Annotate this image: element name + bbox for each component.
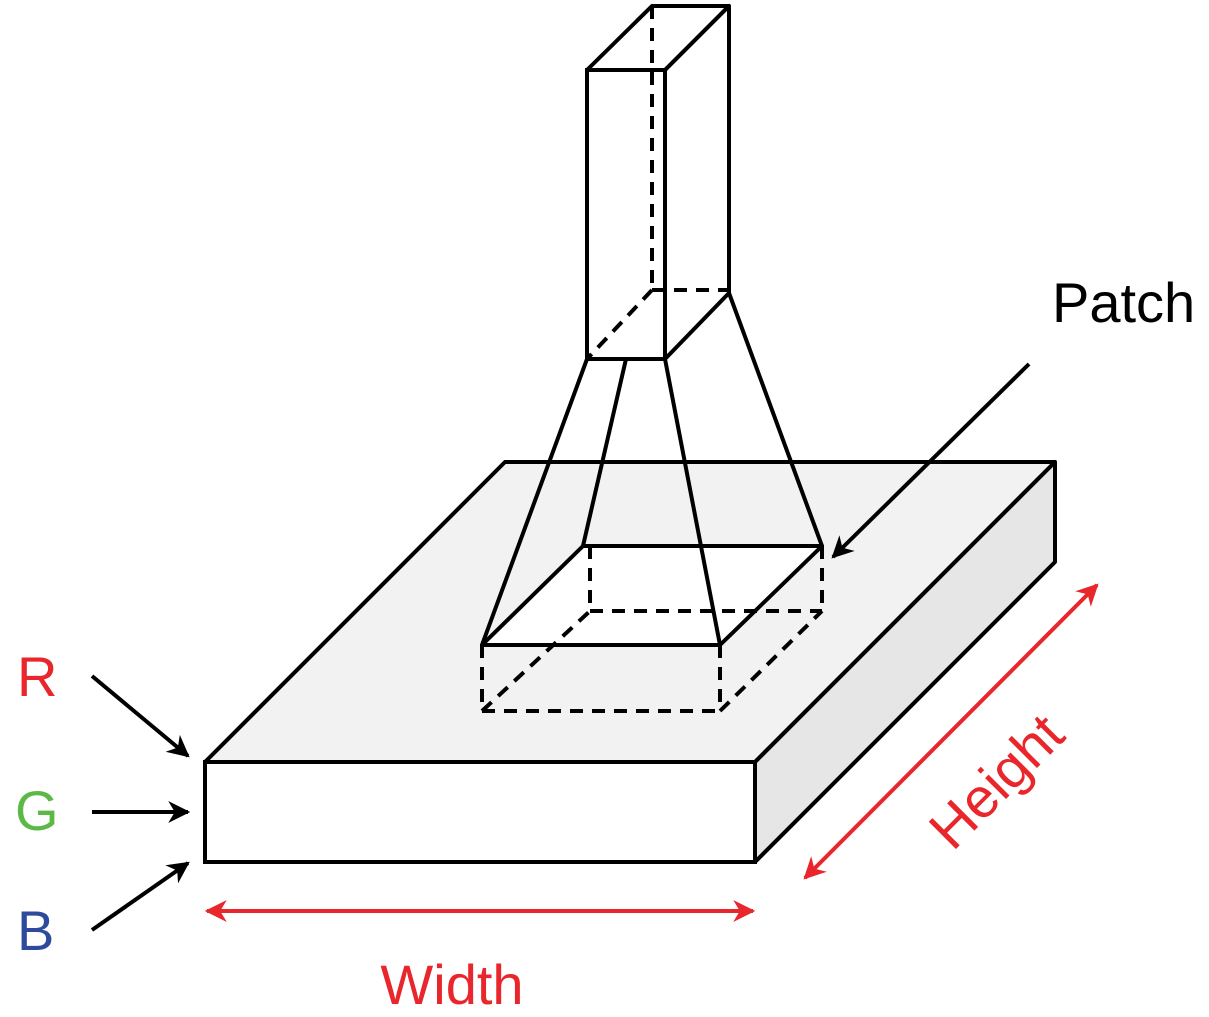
feature-column <box>585 4 731 361</box>
width-label: Width <box>380 953 523 1016</box>
patch-pointer-arrow <box>831 362 1031 559</box>
channel-b-arrow <box>90 861 190 932</box>
column-top-face <box>585 4 731 72</box>
channel-r-arrow <box>90 674 190 758</box>
input-slab <box>203 460 1057 864</box>
channel-b-label: B <box>17 899 54 962</box>
slab-front-face <box>203 760 757 864</box>
channel-r-label: R <box>17 645 57 708</box>
patch-label: Patch <box>1052 271 1195 334</box>
height-label: Height <box>917 701 1076 860</box>
channel-g-label: G <box>15 779 59 842</box>
projection-lines <box>480 291 824 647</box>
height-dimension-arrow <box>803 583 1099 880</box>
patch-cuboid <box>480 544 824 713</box>
